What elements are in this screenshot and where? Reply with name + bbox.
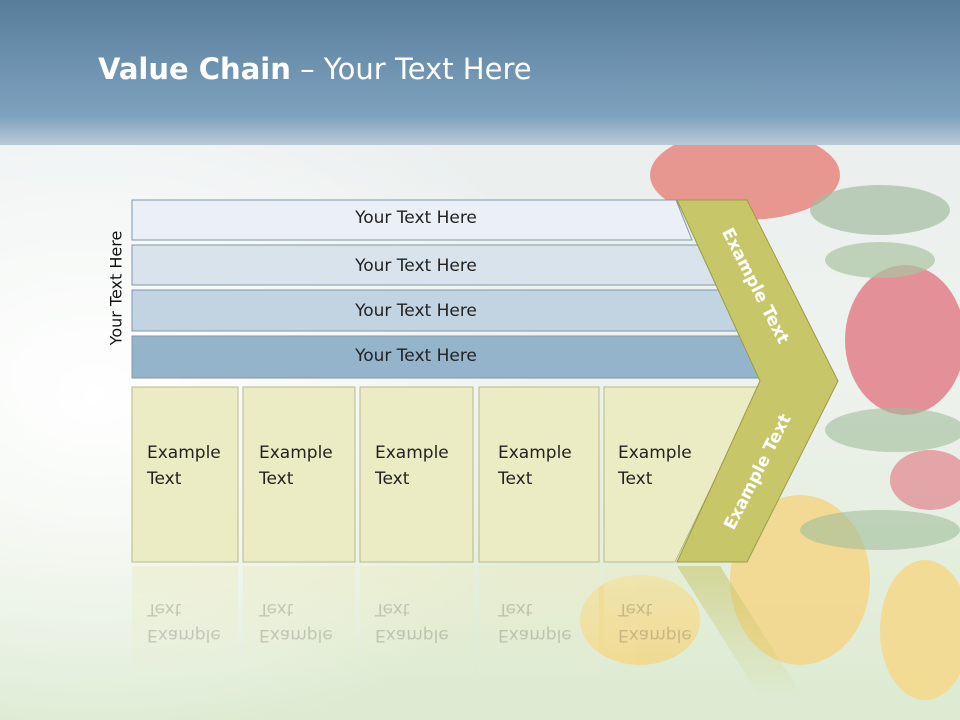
row-banner-1 — [131, 199, 693, 241]
column-box-2 — [242, 386, 356, 563]
column-label-2: Example Text — [259, 443, 333, 489]
column-reflection-1: Example Text — [147, 599, 221, 645]
column-reflection-4: Example Text — [498, 599, 572, 645]
side-label: Your Text Here — [106, 230, 126, 346]
column-label-1: Example Text — [147, 443, 221, 489]
title-bold: Value Chain — [98, 52, 291, 86]
title-rest: – Your Text Here — [290, 52, 532, 86]
column-label-5: Example Text — [618, 443, 692, 489]
row-label-1: Your Text Here — [355, 208, 477, 228]
column-box-5 — [603, 386, 761, 563]
reflection-group — [132, 566, 805, 700]
page-title: Value Chain – Your Text Here — [98, 52, 532, 86]
column-reflection-5: Example Text — [618, 599, 692, 645]
column-box-4 — [478, 386, 600, 563]
column-label-4: Example Text — [498, 443, 572, 489]
column-box-1 — [131, 386, 239, 563]
column-box-3 — [359, 386, 474, 563]
chevron-arrow — [676, 199, 839, 563]
header-band — [0, 0, 960, 145]
row-label-2: Your Text Here — [355, 256, 477, 276]
row-label-4: Your Text Here — [355, 346, 477, 366]
column-label-3: Example Text — [375, 443, 449, 489]
column-reflection-2: Example Text — [259, 599, 333, 645]
column-reflection-3: Example Text — [375, 599, 449, 645]
row-label-3: Your Text Here — [355, 301, 477, 321]
